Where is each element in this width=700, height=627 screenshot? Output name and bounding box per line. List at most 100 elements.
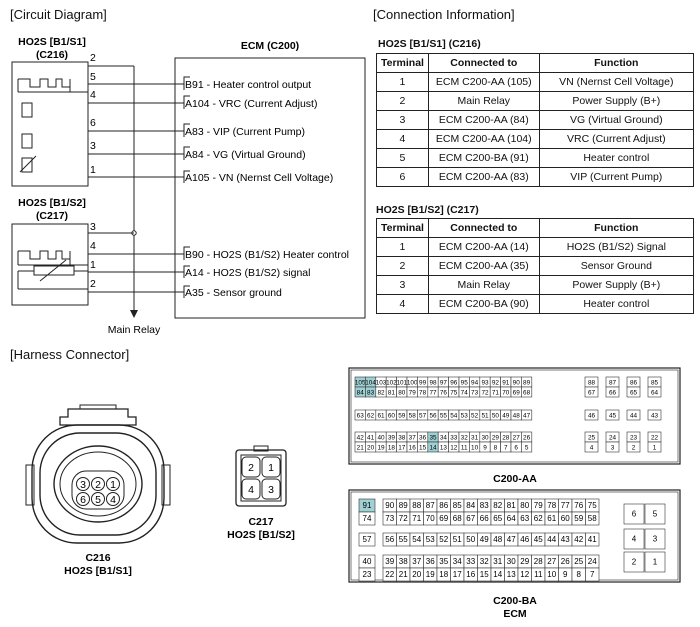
pin-number: 23 <box>630 434 638 441</box>
pin-number: 89 <box>523 379 531 386</box>
pin-number: 91 <box>363 501 372 510</box>
pin-number: 55 <box>399 535 408 544</box>
pin-number: 82 <box>377 389 385 396</box>
pin-number: 4 <box>632 534 637 543</box>
table-header-row: Terminal Connected to Function <box>376 218 695 238</box>
pin-number: 33 <box>450 434 458 441</box>
cell: HO2S (B1/S2) Signal <box>538 237 695 257</box>
pin-number: 88 <box>588 379 596 386</box>
pin-number: 15 <box>419 444 427 451</box>
pin-number: 83 <box>367 389 375 396</box>
pin-number: 78 <box>547 501 556 510</box>
pin-number: 38 <box>399 557 408 566</box>
pin-number: 54 <box>412 535 421 544</box>
pin-number: 73 <box>471 389 479 396</box>
pin-number: 84 <box>357 389 365 396</box>
c216-pin: 5 <box>95 494 101 506</box>
th-terminal: Terminal <box>376 218 429 238</box>
pin-number: 23 <box>363 570 372 579</box>
pin-number: 9 <box>483 444 487 451</box>
c217-label: C217 <box>248 516 273 528</box>
pin-number: 73 <box>385 514 394 523</box>
pin-number: 74 <box>461 389 469 396</box>
pin-number: 105 <box>355 379 366 386</box>
cell: ECM C200-AA (14) <box>427 237 540 257</box>
cell: 2 <box>376 91 429 111</box>
pin-number: 51 <box>481 412 489 419</box>
pin-number: 26 <box>523 434 531 441</box>
pin-number: 39 <box>385 557 394 566</box>
pin-number: 38 <box>398 434 406 441</box>
cell: VN (Nernst Cell Voltage) <box>538 72 695 92</box>
pin-number: 70 <box>502 389 510 396</box>
pin-number: 62 <box>534 514 543 523</box>
pin-number: 17 <box>453 570 462 579</box>
pin-number: 48 <box>513 412 521 419</box>
th-terminal: Terminal <box>376 53 429 73</box>
sensor2-name: HO2S [B1/S2] <box>18 197 86 209</box>
pin-number: 77 <box>429 389 437 396</box>
pin-number: 65 <box>493 514 502 523</box>
pin-number: 59 <box>398 412 406 419</box>
cell: ECM C200-BA (91) <box>427 148 540 168</box>
pin-number: 82 <box>493 501 502 510</box>
s2-pin-1: 1 <box>90 259 96 271</box>
cell: Power Supply (B+) <box>538 275 695 295</box>
circuit-diagram-title: [Circuit Diagram] <box>10 7 107 22</box>
sensor1-name: HO2S [B1/S1] <box>18 36 86 48</box>
ecm-pin-labels: B91 - Heater control output A104 - VRC (… <box>183 76 349 299</box>
pin-number: 5 <box>653 509 658 518</box>
pin-number: 37 <box>409 434 417 441</box>
pin-number: 43 <box>651 412 659 419</box>
pin-number: 19 <box>426 570 435 579</box>
pin-number: 29 <box>520 557 529 566</box>
pin-number: 49 <box>480 535 489 544</box>
pin-cell <box>605 386 620 398</box>
pin-number: 34 <box>453 557 462 566</box>
c200aa-label: C200-AA <box>493 473 537 485</box>
pin-number: 2 <box>632 557 637 566</box>
pin-number: 1 <box>653 444 657 451</box>
pin-number: 52 <box>439 535 448 544</box>
pin-number: 83 <box>480 501 489 510</box>
pin-number: 44 <box>630 412 638 419</box>
pin-number: 61 <box>547 514 556 523</box>
pin-number: 79 <box>409 389 417 396</box>
pin-cell <box>644 528 666 550</box>
c217-pin: 1 <box>268 462 274 474</box>
pin-number: 64 <box>651 389 659 396</box>
pin-number: 48 <box>493 535 502 544</box>
pin-number: 41 <box>367 434 375 441</box>
pin-number: 10 <box>471 444 479 451</box>
pin-number: 49 <box>502 412 510 419</box>
pin-number: 42 <box>357 434 365 441</box>
pin-cell <box>647 441 662 453</box>
pin-number: 66 <box>480 514 489 523</box>
pin-number: 1 <box>653 557 658 566</box>
c217-pin: 4 <box>248 484 254 496</box>
pin-number: 44 <box>547 535 556 544</box>
pin-number: 19 <box>377 444 385 451</box>
pin-number: 86 <box>630 379 638 386</box>
pin-number: 80 <box>520 501 529 510</box>
pin-number: 24 <box>588 557 597 566</box>
c216-sub: HO2S [B1/S1] <box>64 565 132 577</box>
pin-number: 90 <box>513 379 521 386</box>
s1-pin-5: 5 <box>90 71 96 83</box>
cell: ECM C200-AA (84) <box>427 110 540 130</box>
cell: 1 <box>376 72 429 92</box>
pin-number: 61 <box>377 412 385 419</box>
pin-cell <box>644 551 666 573</box>
cell: VIP (Current Pump) <box>538 167 695 187</box>
c217-sub: HO2S [B1/S2] <box>227 529 295 541</box>
pin-number: 68 <box>453 514 462 523</box>
cell: 4 <box>376 294 429 314</box>
circuit-diagram: HO2S [B1/S1] (C216) 2 5 4 6 3 1 Main Rel… <box>11 36 366 336</box>
pin-cell <box>623 551 645 573</box>
pin-number: 31 <box>471 434 479 441</box>
c216-pin: 4 <box>110 494 116 506</box>
